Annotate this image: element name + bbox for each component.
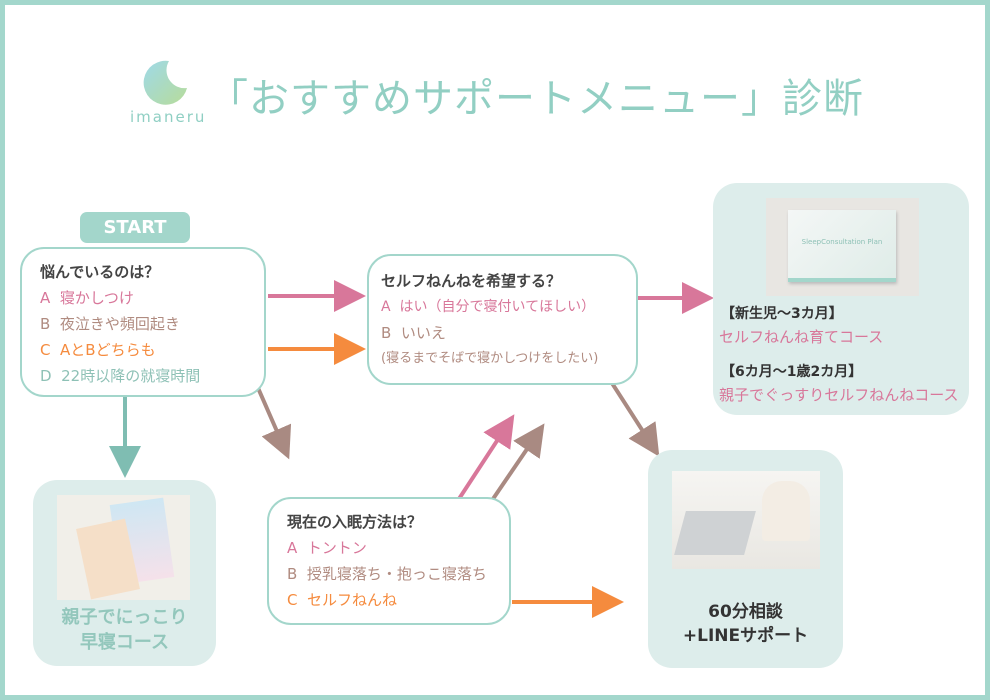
option-b: B 夜泣きや頻回起き bbox=[40, 315, 180, 333]
question-1: 悩んでいるのは？ bbox=[40, 263, 160, 281]
course-2-name: 親子でぐっすりセルフねんねコース bbox=[719, 386, 959, 404]
option-a: A 寝かしつけ bbox=[40, 289, 134, 307]
option-b: B 授乳寝落ち・抱っこ寝落ち bbox=[287, 565, 487, 583]
plan-booklet-photo: SleepConsultation Plan bbox=[766, 198, 919, 296]
option-a: A はい（自分で寝付いてほしい） bbox=[381, 299, 596, 315]
result-consult-title: 60分相談+LINEサポート bbox=[682, 602, 809, 646]
result-early-title: 親子でにっこり早寝コース bbox=[61, 607, 188, 653]
question-box-1: 悩んでいるのは？ A 寝かしつけ B 夜泣きや頻回起き C AとBどちらも D … bbox=[20, 247, 266, 397]
start-label: START bbox=[80, 212, 190, 243]
question-box-3: 現在の入眠方法は？ A トントン B 授乳寝落ち・抱っこ寝落ち C セルフねんね bbox=[267, 497, 511, 625]
option-c: C セルフねんね bbox=[287, 591, 398, 609]
question-3: 現在の入眠方法は？ bbox=[287, 513, 423, 531]
option-b-note: (寝るまでそばで寝かしつけをしたい) bbox=[381, 351, 599, 366]
arrow-q2-b-to-consult bbox=[608, 378, 660, 457]
result-early-panel[interactable]: 親子でにっこり早寝コース bbox=[33, 480, 216, 666]
option-d: D 22時以降の就寝時間 bbox=[40, 367, 201, 385]
arrow-q3-a-to-q2 bbox=[451, 414, 515, 510]
result-consult-panel[interactable]: 60分相談+LINEサポート bbox=[648, 450, 843, 668]
course-1-name: セルフねんね育てコース bbox=[719, 328, 884, 346]
logo: imaneru bbox=[130, 58, 207, 126]
page-title: 「おすすめサポートメニュー」診断 bbox=[208, 76, 864, 122]
course-1-age: 【新生児～3カ月】 bbox=[721, 306, 843, 322]
option-b: B いいえ bbox=[381, 324, 446, 342]
laptop-photo bbox=[672, 471, 820, 569]
plan-booklet-title: SleepConsultation Plan bbox=[788, 210, 896, 282]
option-a: A トントン bbox=[287, 539, 367, 557]
logo-wordmark: imaneru bbox=[130, 108, 207, 126]
course-materials-photo bbox=[57, 495, 190, 600]
question-2: セルフねんねを希望する？ bbox=[381, 272, 562, 290]
crescent-moon-face-icon bbox=[143, 60, 187, 105]
result-selfnenne-panel[interactable]: SleepConsultation Plan 【新生児～3カ月】 セルフねんね育… bbox=[713, 183, 969, 415]
option-c: C AとBどちらも bbox=[40, 341, 156, 359]
course-2-age: 【6カ月～1歳2カ月】 bbox=[721, 364, 863, 380]
question-box-2: セルフねんねを希望する？ A はい（自分で寝付いてほしい） B いいえ (寝るま… bbox=[367, 254, 638, 385]
